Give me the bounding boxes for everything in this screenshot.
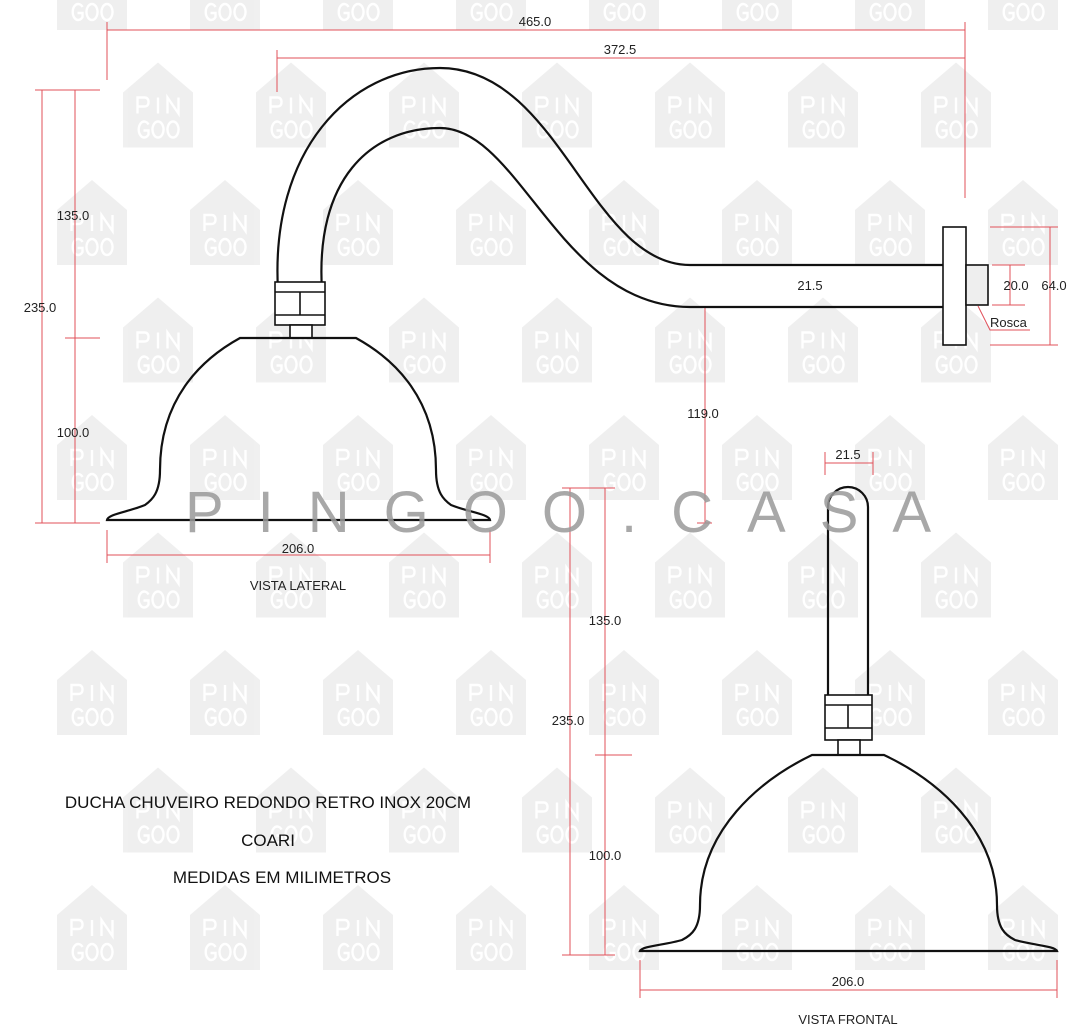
watermark-logo [589, 0, 659, 30]
watermark-logo [57, 650, 127, 735]
dimension-lines-lateral [35, 22, 1058, 563]
watermark-logo [57, 885, 127, 970]
dim-pipe-diameter: 21.5 [797, 278, 822, 293]
watermark-logo [655, 297, 725, 383]
watermark-logo [988, 0, 1058, 30]
dimension-lines-front [562, 452, 1058, 998]
watermark-logo [655, 62, 725, 148]
front-dim-pipe-diameter: 21.5 [835, 447, 860, 462]
watermark-logo [323, 885, 393, 970]
watermark-logo [589, 650, 659, 735]
watermark-logo [123, 62, 193, 148]
watermark-logo [655, 532, 725, 618]
dim-thread-diameter: 20.0 [1003, 278, 1028, 293]
watermark-logo [921, 532, 991, 618]
watermark-logo [855, 0, 925, 30]
watermark-logo [589, 180, 659, 265]
watermark-logo [123, 532, 193, 618]
watermark-logo [190, 885, 260, 970]
watermark-logo [788, 767, 858, 853]
dim-flange-diameter: 64.0 [1041, 278, 1066, 293]
watermark-banner: PINGOO.CASA [185, 480, 965, 545]
watermark-logo [988, 180, 1058, 265]
front-dim-head-height: 100.0 [589, 848, 622, 863]
product-model: COARI [241, 831, 295, 850]
watermark-logo [190, 650, 260, 735]
watermark-logo [988, 650, 1058, 735]
watermark-logo [522, 297, 592, 383]
watermark-logo [655, 767, 725, 853]
watermark-logo [589, 885, 659, 970]
front-view: 21.5 235.0 135.0 100.0 206.0 VISTA FRONT… [552, 447, 1059, 1027]
watermark-logo [256, 62, 326, 148]
watermark-logo [522, 62, 592, 148]
watermark-logo [456, 0, 526, 30]
dim-total-height: 235.0 [24, 300, 57, 315]
watermark-logo [722, 180, 792, 265]
watermark-logo [722, 650, 792, 735]
dim-arm-height: 135.0 [57, 208, 90, 223]
watermark-logo [855, 415, 925, 500]
watermark-logo [788, 297, 858, 383]
product-title: DUCHA CHUVEIRO REDONDO RETRO INOX 20CM [65, 793, 471, 812]
watermark-logo [389, 532, 459, 618]
watermark-logo [389, 767, 459, 853]
watermark-logo [256, 767, 326, 853]
watermark-logo [722, 415, 792, 500]
watermark-logo [323, 650, 393, 735]
dim-total-length: 465.0 [519, 14, 552, 29]
watermark-logo [855, 180, 925, 265]
watermark-logo [389, 297, 459, 383]
watermark-logo [456, 180, 526, 265]
title-block: DUCHA CHUVEIRO REDONDO RETRO INOX 20CM C… [65, 793, 471, 887]
watermark-logo [123, 297, 193, 383]
units-note: MEDIDAS EM MILIMETROS [173, 868, 391, 887]
watermark-logo [788, 532, 858, 618]
thread-label: Rosca [990, 315, 1028, 330]
watermark-logo [323, 0, 393, 30]
watermark-logo [190, 180, 260, 265]
front-dim-arm-height: 135.0 [589, 613, 622, 628]
watermark-logo [323, 415, 393, 500]
watermark-logo [456, 415, 526, 500]
watermark-logo [522, 532, 592, 618]
watermark-logo [57, 0, 127, 30]
watermark-logo [722, 0, 792, 30]
dim-head-height: 100.0 [57, 425, 90, 440]
front-dim-head-diameter: 206.0 [832, 974, 865, 989]
front-dim-total-height: 235.0 [552, 713, 585, 728]
watermark-logo [190, 415, 260, 500]
watermark-logo [855, 885, 925, 970]
view-label-front: VISTA FRONTAL [798, 1012, 897, 1027]
watermark-logo [722, 885, 792, 970]
dim-drop: 119.0 [687, 406, 719, 421]
watermark-logo [323, 180, 393, 265]
watermark-logo [456, 650, 526, 735]
watermark-logo [522, 767, 592, 853]
view-label-lateral: VISTA LATERAL [250, 578, 346, 593]
lateral-view: 465.0 372.5 235.0 135.0 100.0 119.0 21.5… [24, 14, 1067, 593]
watermark-logo [123, 767, 193, 853]
watermark-logo [988, 885, 1058, 970]
dim-head-diameter: 206.0 [282, 541, 315, 556]
watermark-logo [190, 0, 260, 30]
watermark-logo [256, 532, 326, 618]
watermark-logos [57, 0, 1058, 970]
watermark-logo [389, 62, 459, 148]
watermark-logo [921, 62, 991, 148]
dim-arm-length: 372.5 [604, 42, 637, 57]
watermark-logo [988, 415, 1058, 500]
watermark-logo [456, 885, 526, 970]
watermark-logo [788, 62, 858, 148]
